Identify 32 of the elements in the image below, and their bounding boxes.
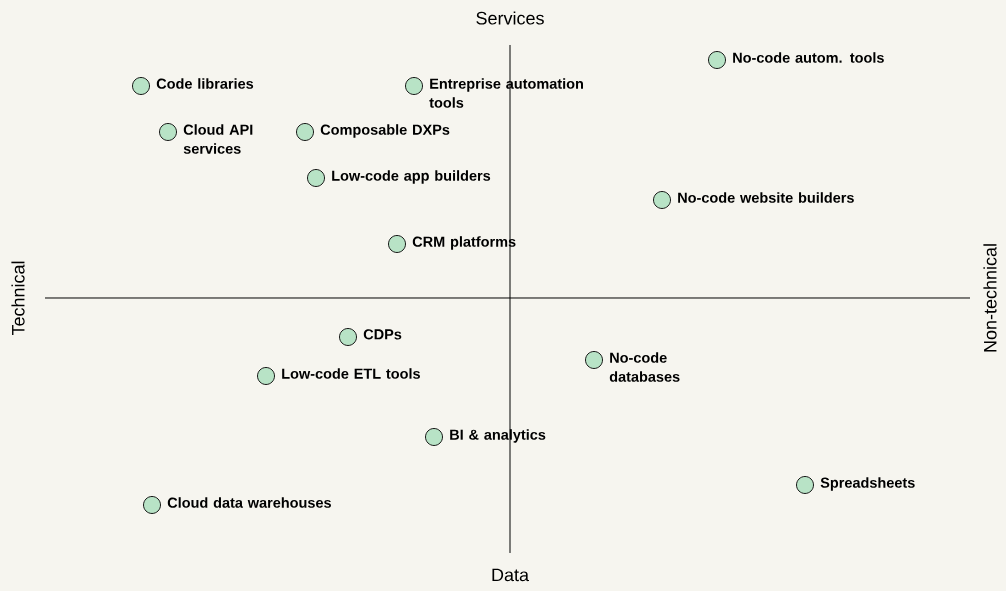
node-label: No-code website builders <box>678 192 854 203</box>
data-point: CDPs <box>339 328 402 346</box>
axis-label: Data <box>492 568 529 582</box>
node-label: BI & analytics <box>450 429 546 443</box>
data-point: Spreadsheets <box>796 476 915 494</box>
axis-label: Non-technical <box>983 244 997 352</box>
data-point: Composable DXPs <box>296 123 450 141</box>
data-point: No-code autom. tools <box>708 51 884 69</box>
data-point: No-code databases <box>585 351 680 382</box>
node-label: Cloud API services <box>183 124 253 154</box>
data-point: No-code website builders <box>653 191 854 209</box>
node-label: Low-code ETL tools <box>282 368 420 379</box>
data-point: BI & analytics <box>425 428 546 446</box>
axis-label: Services <box>476 11 544 25</box>
node-label: Code libraries <box>156 78 254 89</box>
node-label: Composable DXPs <box>320 124 450 138</box>
data-point: Cloud data warehouses <box>143 496 331 514</box>
data-point: CRM platforms <box>388 235 516 253</box>
node-label: No-code databases <box>609 352 680 382</box>
data-point: Low-code ETL tools <box>257 367 420 385</box>
node-label: Low-code app builders <box>332 170 491 184</box>
axis-label: Technical <box>11 261 25 336</box>
data-point: Low-code app builders <box>307 169 491 187</box>
node-label: CDPs <box>363 329 402 340</box>
data-point: Code libraries <box>132 77 254 95</box>
node-label: Cloud data warehouses <box>167 497 331 508</box>
data-point: Cloud API services <box>159 123 253 154</box>
node-label: Spreadsheets <box>820 477 915 491</box>
data-point: Entreprise automation tools <box>405 77 583 108</box>
node-label: No-code autom. tools <box>733 52 884 63</box>
node-label: Entreprise automation tools <box>429 78 583 108</box>
node-label: CRM platforms <box>412 236 516 250</box>
